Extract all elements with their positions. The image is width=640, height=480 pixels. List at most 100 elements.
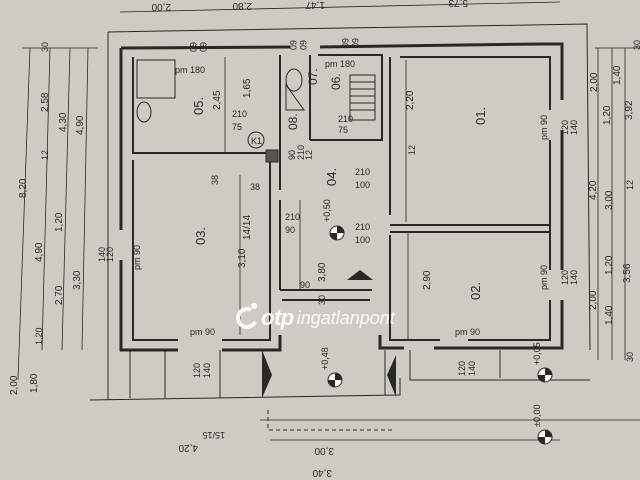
left-dim-120b: 1,20: [34, 327, 44, 345]
top-sill-4: 60: [298, 40, 308, 50]
window-01-w: 120: [560, 120, 570, 135]
window-03-w: 120: [105, 247, 115, 262]
door-02-w: 100: [355, 235, 370, 245]
window-sill-05: pm 180: [175, 65, 205, 75]
door-03-w: 90: [285, 225, 295, 235]
door-06-h: 210: [338, 114, 353, 124]
left-dim-30: 30: [40, 42, 50, 52]
right-dim-140a: 1,40: [612, 65, 623, 85]
window-02-h: 140: [569, 270, 579, 285]
bottom-dim-420: 4,20: [178, 442, 198, 453]
window-sill-06: pm 180: [325, 59, 355, 69]
level-04: +0,50: [322, 199, 332, 222]
door-03-h: 210: [285, 212, 300, 222]
note-15-15: 15/15: [202, 430, 225, 440]
left-dim-200: 2,00: [9, 375, 20, 395]
level-terrace-right: +0,05: [532, 342, 542, 365]
right-dim-120a: 1,20: [602, 105, 613, 125]
right-dim-200a: 2,00: [589, 72, 600, 92]
room-03-note: 14/14: [242, 215, 253, 240]
right-dim-392: 3,92: [624, 100, 635, 120]
top-sill-6: 60: [350, 38, 360, 48]
window-sill-01: pm 90: [539, 115, 549, 140]
door-06-w: 75: [338, 125, 348, 135]
top-sill-2: 60: [198, 42, 208, 52]
right-dim-420: 4,20: [588, 180, 599, 200]
level-markers: [262, 225, 553, 445]
window-03-h: 140: [97, 247, 107, 262]
top-sill-3: 60: [288, 40, 298, 50]
door-01-h: 210: [355, 167, 370, 177]
door-08-w: 90: [287, 150, 297, 160]
watermark-text: ingatlanpont: [296, 307, 395, 328]
top-dim-4: 5,73: [448, 0, 468, 8]
window-02-w: 120: [560, 270, 570, 285]
note-30: 30: [317, 295, 327, 305]
door-01-w: 100: [355, 180, 370, 190]
room-label-02: 02.: [468, 282, 483, 300]
window-03b-w: 120: [192, 363, 202, 378]
room-label-08: 08.: [286, 113, 300, 130]
left-dim-180: 1,80: [29, 373, 40, 393]
left-dim-270: 2,70: [54, 285, 65, 305]
right-dim-12: 12: [625, 180, 635, 190]
room-label-07: 07.: [306, 68, 320, 85]
window-sill-03-bottom: pm 90: [190, 327, 215, 337]
chimney-note-b: 38: [250, 182, 260, 192]
door-02-h: 210: [355, 222, 370, 232]
right-dim-356: 3,56: [622, 263, 633, 283]
right-dim-200b: 2,00: [588, 290, 599, 310]
room-label-03: 03.: [193, 227, 208, 245]
right-dim-30: 30: [632, 40, 640, 50]
window-03b-h: 140: [202, 363, 212, 378]
room-label-04: 04.: [324, 168, 339, 186]
right-dim-120b: 1,20: [604, 255, 615, 275]
window-02b-h: 140: [467, 361, 477, 376]
level-ground: ±0,00: [532, 405, 542, 427]
chimney-note-a: 38: [210, 175, 220, 185]
left-dim-490b: 4,90: [34, 242, 45, 262]
room-01-dim: 2,20: [405, 90, 416, 110]
top-sill-1: 60: [188, 42, 198, 52]
room-label-01: 01.: [473, 107, 488, 125]
left-dim-330: 3,30: [72, 270, 83, 290]
note-90: 90: [300, 280, 310, 290]
door-08-h: 210: [296, 145, 306, 160]
window-sill-02-bottom: pm 90: [455, 327, 480, 337]
top-dim-3: 1,47: [305, 0, 325, 10]
top-sill-5: 60: [340, 38, 350, 48]
room-02-dim: 2,90: [422, 270, 433, 290]
left-dim-490a: 4,90: [75, 115, 86, 135]
door-05-w: 75: [232, 122, 242, 132]
room-05-subdim: 1,65: [242, 78, 253, 98]
watermark-brand: otp: [261, 305, 294, 330]
left-dim-430: 4,30: [58, 112, 69, 132]
left-dim-820: 8,20: [18, 178, 29, 198]
top-dim-2: 2,80: [232, 0, 252, 11]
chimney-symbol: [247, 131, 265, 149]
right-dim-30b: 30: [625, 352, 635, 362]
window-sill-03: pm 90: [132, 245, 142, 270]
note-12b: 12: [407, 145, 417, 155]
left-dim-258: 2,58: [40, 92, 51, 112]
chimney-label: K1: [251, 136, 262, 146]
note-12: 12: [304, 150, 314, 160]
bottom-dim-300: 3,00: [314, 445, 334, 456]
door-05-h: 210: [232, 109, 247, 119]
right-dim-300: 3,00: [604, 190, 615, 210]
room-label-05: 05.: [191, 97, 206, 115]
room-05-dim: 2,45: [212, 90, 223, 110]
left-dim-120: 1,20: [54, 212, 65, 232]
window-01-h: 140: [569, 120, 579, 135]
bottom-dim-340: 3,40: [312, 467, 332, 478]
left-dim-12: 12: [40, 150, 50, 160]
otp-logo-icon: [232, 303, 262, 333]
room-03-dim: 3,10: [237, 248, 248, 268]
window-02b-w: 120: [457, 361, 467, 376]
right-dim-140b: 1,40: [604, 305, 615, 325]
window-sill-02: pm 90: [539, 265, 549, 290]
top-dim-1: 2,00: [151, 1, 171, 12]
watermark: otp ingatlanpont: [232, 303, 395, 333]
